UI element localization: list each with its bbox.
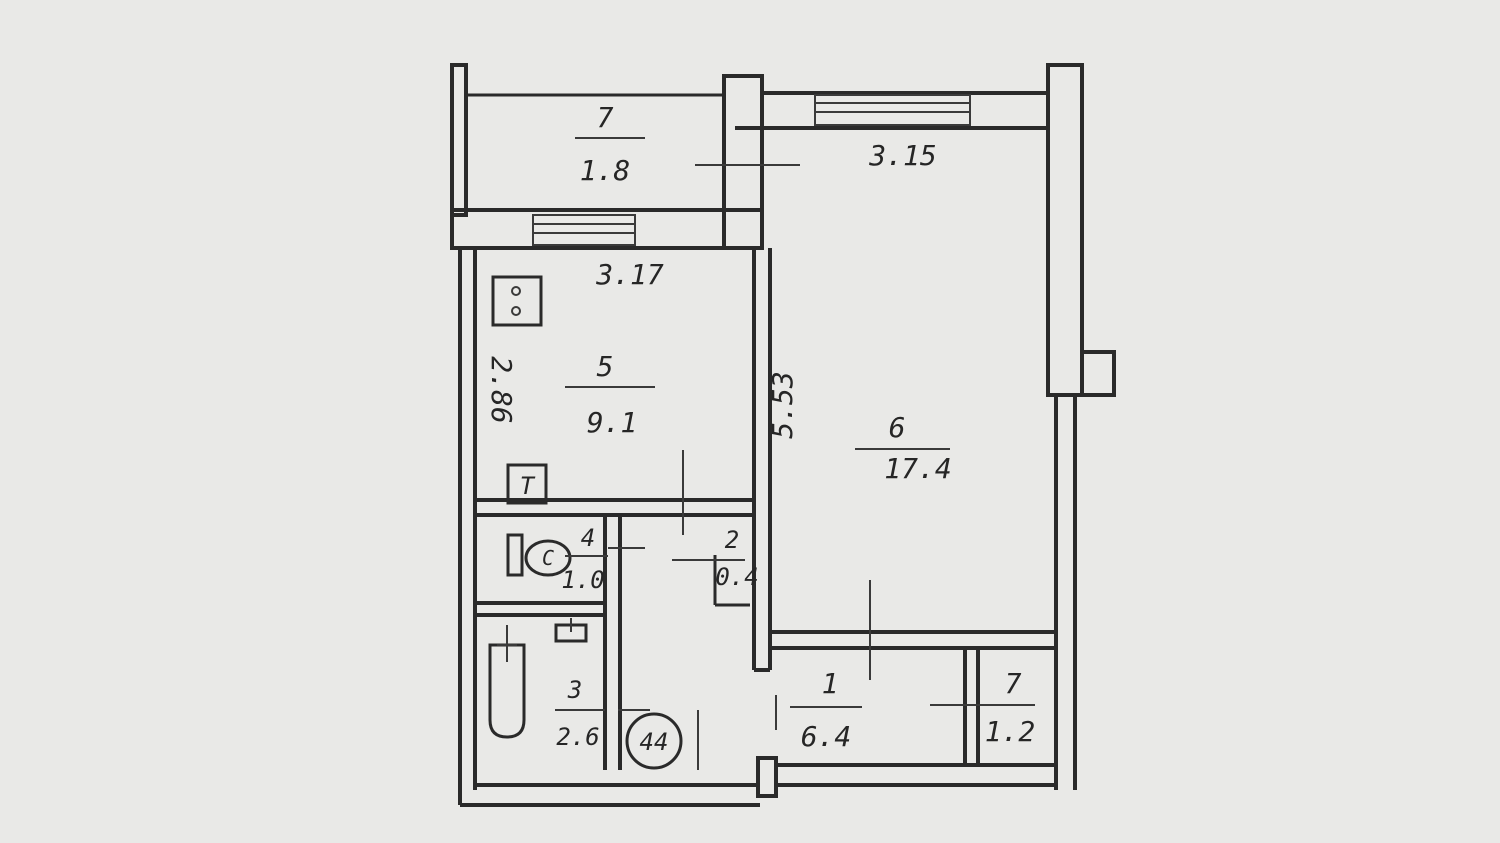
svg-text:1.0: 1.0	[561, 566, 604, 594]
svg-text:4: 4	[581, 524, 595, 552]
svg-text:6: 6	[889, 411, 906, 444]
fridge-label: T	[520, 472, 536, 500]
svg-text:1: 1	[822, 667, 839, 700]
toilet-label: C	[542, 546, 554, 570]
svg-text:7: 7	[1005, 667, 1022, 700]
svg-text:1.8: 1.8	[580, 154, 631, 187]
svg-text:7: 7	[597, 101, 614, 134]
fridge-icon	[506, 463, 548, 505]
svg-text:3: 3	[567, 676, 582, 704]
room-wc-label: 4 1.0	[561, 524, 608, 594]
room-closet-label: 7 1.2	[985, 667, 1036, 748]
dim-room6-depth: 5.53	[766, 371, 799, 438]
room-balcony-label: 7 1.8	[575, 101, 645, 187]
room-bath-label: 3 2.6	[555, 676, 605, 751]
dimension-labels: 3.15 3.17 2.86 5.53	[485, 139, 937, 439]
svg-text:17.4: 17.4	[884, 452, 951, 485]
svg-text:9.1: 9.1	[587, 406, 638, 439]
stamp-circle	[625, 712, 683, 770]
room-storage-label: 2 0.4	[715, 526, 758, 591]
room-hall-label: 1 6.4	[790, 667, 862, 753]
svg-text:1.2: 1.2	[985, 715, 1036, 748]
outer-walls	[450, 63, 1116, 807]
interior-walls	[475, 248, 1056, 770]
room-labels: 7 1.8 5 9.1 6 17.4 2 0.4 4 1.0 3 2.6	[555, 101, 1035, 753]
door-markers	[608, 164, 990, 770]
dim-room5-width: 3.17	[595, 258, 664, 291]
svg-text:2.6: 2.6	[556, 723, 599, 751]
svg-text:2: 2	[725, 526, 739, 554]
toilet-icon: C	[506, 533, 572, 577]
room-kitchen-label: 5 9.1	[565, 350, 655, 439]
dim-room5-depth: 2.86	[485, 356, 518, 423]
room-living-label: 6 17.4	[855, 411, 952, 485]
svg-text:5: 5	[597, 350, 614, 383]
sink-icon	[554, 618, 588, 643]
stove-icon	[491, 275, 543, 327]
fixtures: T C 44	[488, 275, 683, 770]
svg-text:0.4: 0.4	[715, 563, 758, 591]
dim-room6-width: 3.15	[868, 139, 936, 172]
bathtub-icon	[488, 625, 526, 739]
windows	[532, 94, 971, 246]
svg-text:6.4: 6.4	[801, 720, 852, 753]
stamp-label: 44	[640, 728, 669, 756]
